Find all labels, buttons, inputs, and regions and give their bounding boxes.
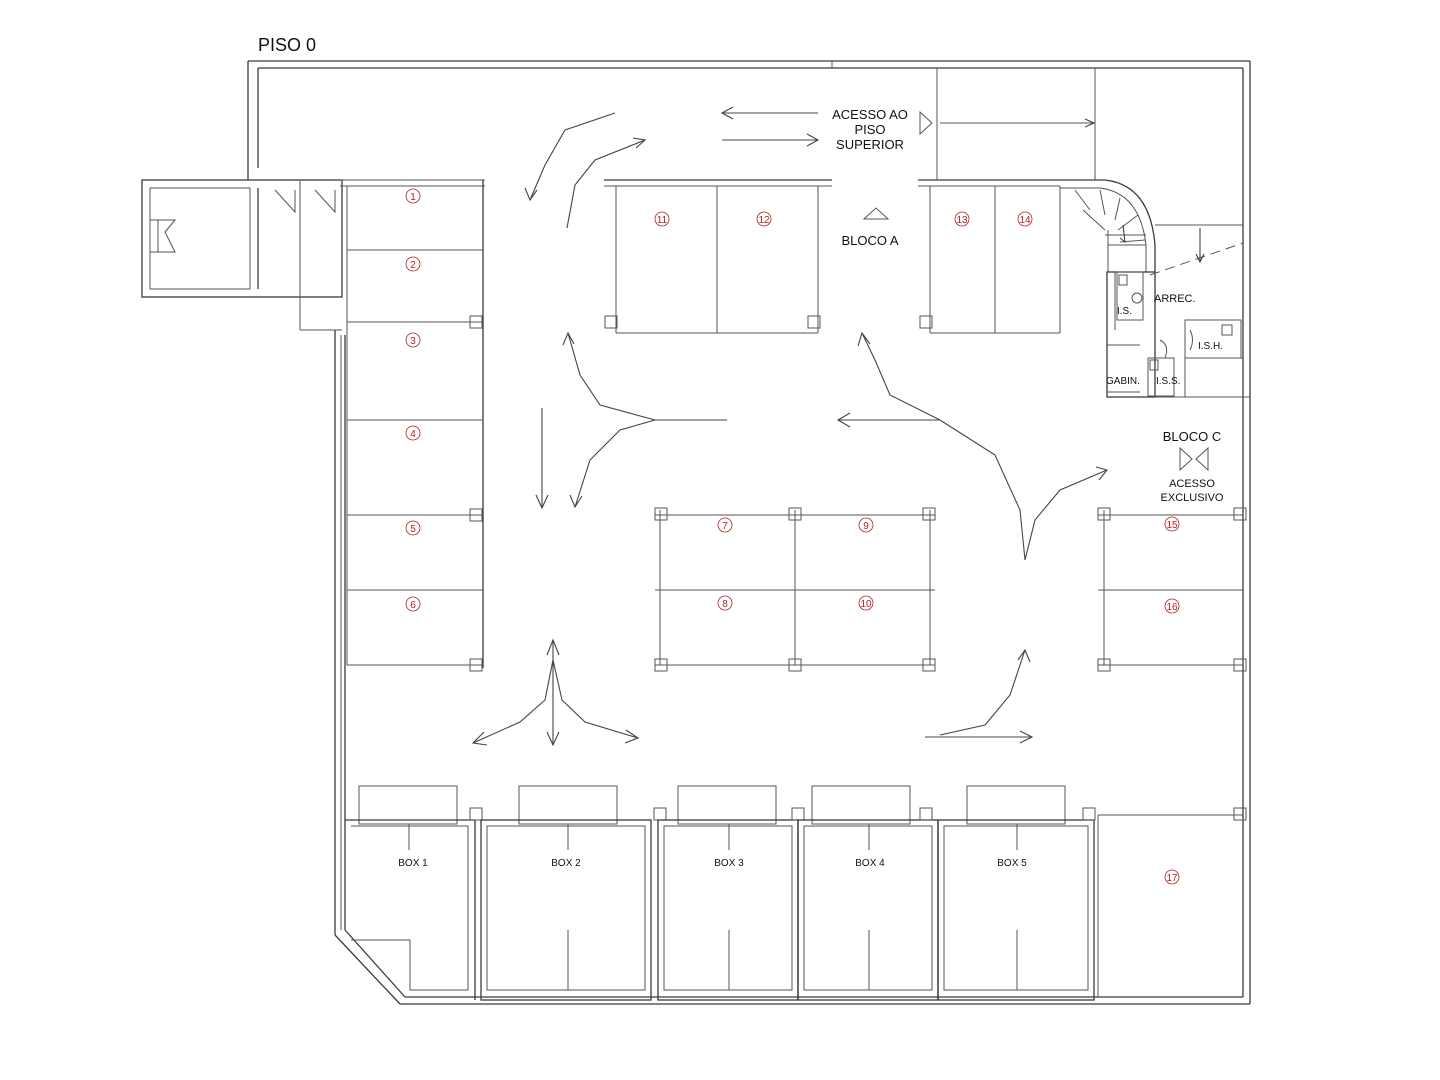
bloco-a-label: BLOCO A [841, 233, 898, 248]
spot-number: 2 [410, 260, 416, 271]
spot-5: 5 [405, 520, 421, 536]
spot-6: 6 [405, 596, 421, 612]
spot-4: 4 [405, 425, 421, 441]
annex-left [141, 179, 485, 331]
left-parking-column [346, 180, 484, 672]
spot-number: 9 [863, 521, 869, 532]
circulation-arrows [471, 106, 1209, 747]
outer-walls [247, 60, 1251, 1005]
spot-number: 15 [1166, 520, 1178, 531]
spot-number: 4 [410, 429, 416, 440]
spot-13: 13 [954, 211, 970, 227]
exclusive-access-label-2: EXCLUSIVO [1161, 492, 1224, 504]
spot-number: 11 [657, 215, 668, 226]
ish-label: I.S.H. [1198, 341, 1223, 352]
spot-2: 2 [405, 256, 421, 272]
exclusive-access-label-1: ACESSO [1169, 478, 1215, 490]
spot-14: 14 [1017, 211, 1033, 227]
spot-11: 11 [654, 211, 670, 227]
service-rooms [1106, 224, 1250, 398]
spot-10: 10 [858, 595, 874, 611]
spot-9: 9 [858, 517, 874, 533]
box-1-label: BOX 1 [398, 858, 428, 869]
spot-number: 5 [410, 524, 416, 535]
access-upper-label-3: SUPERIOR [836, 137, 904, 152]
central-block [654, 507, 936, 672]
spot-number: 8 [722, 599, 728, 610]
spot-number: 1 [410, 192, 416, 203]
spot-12: 12 [756, 211, 772, 227]
box-3-label: BOX 3 [714, 858, 744, 869]
spot-number: 10 [860, 599, 872, 610]
floor-title: PISO 0 [258, 35, 316, 55]
spot-15: 15 [1164, 516, 1180, 532]
spiral-stair [1060, 179, 1156, 272]
spot-3: 3 [405, 332, 421, 348]
arrec-label: ARREC. [1154, 293, 1196, 305]
spot-number: 12 [758, 215, 770, 226]
box-2-label: BOX 2 [551, 858, 581, 869]
spot-number: 3 [410, 336, 416, 347]
boxes-row [345, 785, 1247, 1001]
plan-labels: ACESSO AO PISO SUPERIOR BLOCO A BLOCO C … [398, 107, 1224, 869]
is-label: I.S. [1117, 306, 1132, 317]
spot-number: 17 [1166, 873, 1178, 884]
spot-7: 7 [717, 517, 733, 533]
top-block-13-14 [918, 179, 1061, 334]
bloco-c-label: BLOCO C [1163, 429, 1222, 444]
top-block-11-12 [604, 179, 832, 334]
access-upper-label-1: ACESSO AO [832, 107, 908, 122]
spot-markers: 1 2 3 4 5 6 7 8 9 10 11 12 13 14 15 16 1… [405, 188, 1180, 885]
right-block [1097, 507, 1247, 672]
spot-number: 14 [1019, 215, 1031, 226]
spot-number: 7 [722, 521, 728, 532]
spot-number: 6 [410, 600, 416, 611]
spot-8: 8 [717, 595, 733, 611]
iss-label: I.S.S. [1156, 376, 1180, 387]
box-4-label: BOX 4 [855, 858, 885, 869]
gabin-label: GABIN. [1106, 376, 1140, 387]
spot-number: 16 [1166, 602, 1178, 613]
spot-16: 16 [1164, 598, 1180, 614]
spot-17: 17 [1164, 869, 1180, 885]
spot-number: 13 [956, 215, 968, 226]
box-5-label: BOX 5 [997, 858, 1027, 869]
upper-access-ramp [919, 68, 1096, 180]
access-upper-label-2: PISO [854, 122, 885, 137]
spot-1: 1 [405, 188, 421, 204]
